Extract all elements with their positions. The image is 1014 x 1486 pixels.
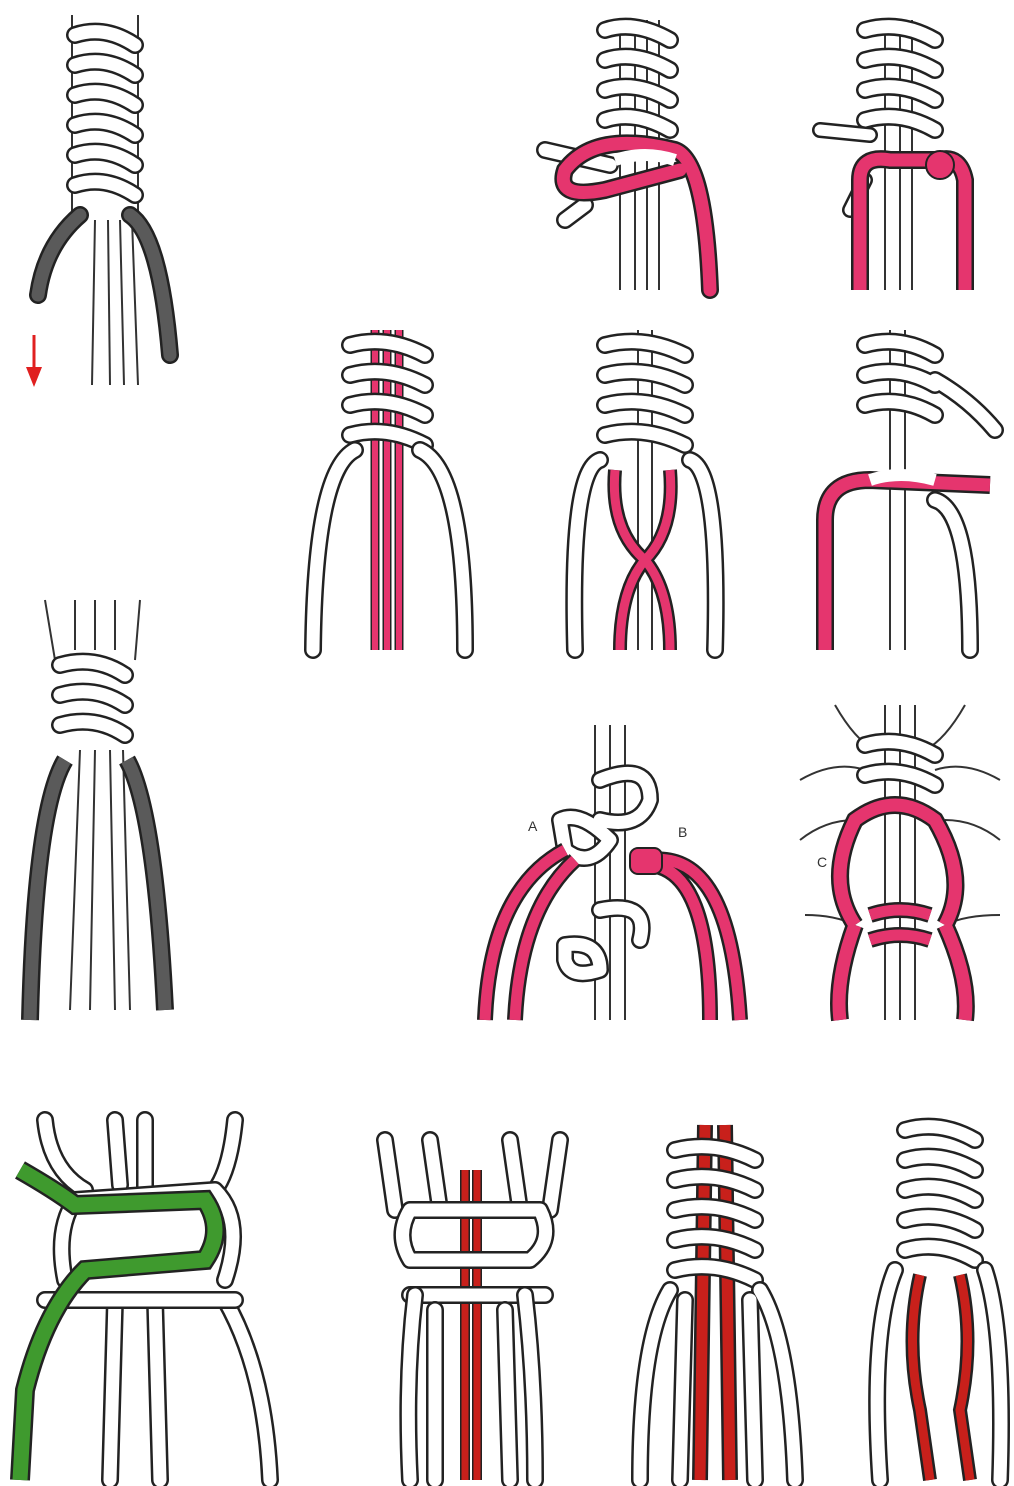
label-a: A [528, 818, 537, 834]
cord-illustration-13 [850, 1110, 1010, 1480]
cord-illustration-4 [305, 320, 475, 660]
cord-illustration-6 [810, 320, 1000, 660]
panel-8-loops-a-b: A B [470, 720, 780, 1030]
cord-illustration-7 [15, 590, 195, 1030]
panel-5-pink-crossing [560, 320, 730, 660]
panel-11-red-core-knot [370, 1130, 590, 1480]
panel-6-pink-under [810, 320, 1000, 660]
panel-4-pink-core [305, 320, 475, 660]
label-c: C [817, 854, 827, 870]
panel-9-loop-c: C [795, 700, 1010, 1030]
sennit-knots [72, 15, 138, 225]
panel-10-green-knot [5, 1110, 295, 1480]
cord-illustration-2 [535, 10, 745, 300]
panel-2-pink-wrap [535, 10, 745, 300]
cord-illustration-3 [810, 10, 1000, 300]
panel-1-sennit-dark-pull [20, 5, 200, 405]
panel-3-pink-knot [810, 10, 1000, 300]
panel-12-red-sennit [630, 1120, 805, 1480]
cord-illustration-8 [470, 720, 780, 1030]
cord-illustration-1 [20, 5, 200, 405]
cord-illustration-10 [5, 1110, 295, 1480]
cord-illustration-5 [560, 320, 730, 660]
panel-7-sennit-dark-outer [15, 590, 195, 1030]
cord-illustration-11 [370, 1130, 590, 1480]
cord-illustration-12 [630, 1120, 805, 1480]
pink-wrap-b [630, 848, 662, 874]
down-arrow-icon [26, 335, 42, 387]
panel-13-red-split [850, 1110, 1010, 1480]
label-b: B [678, 824, 687, 840]
cord-illustration-9 [795, 700, 1010, 1030]
